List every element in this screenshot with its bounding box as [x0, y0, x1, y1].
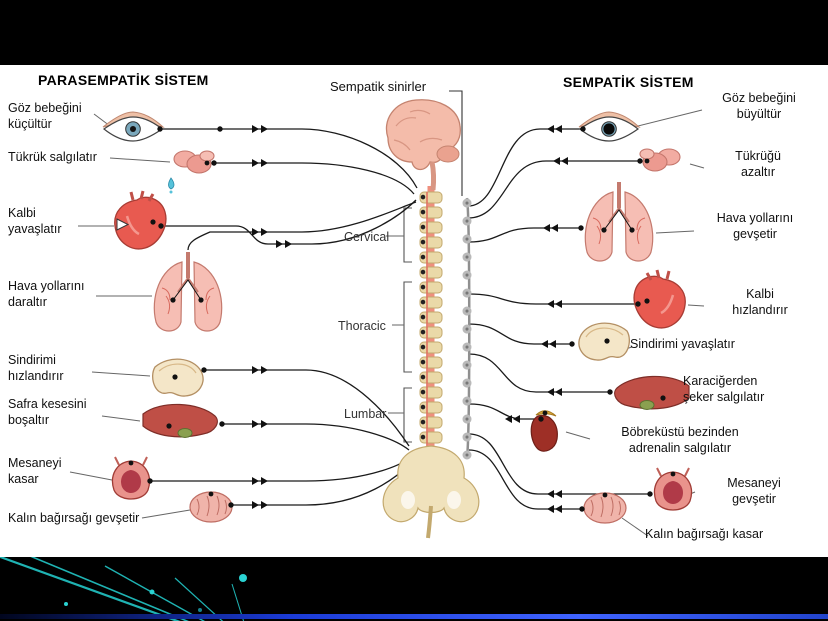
- ganglion-dots: [147, 126, 653, 512]
- symp-effect-pupil-label: Göz bebeğini büyültür: [722, 91, 796, 122]
- right-stomach-icon: [578, 322, 631, 361]
- para-effect-gallbladder-label: Safra kesesini boşaltır: [8, 397, 87, 428]
- symp-effect-saliva-label: Tükrüğü azaltır: [735, 149, 781, 180]
- para-effect-digestion-label: Sindirimi hızlandırır: [8, 353, 64, 384]
- spine-icon: [382, 186, 480, 539]
- teal-decoration: [0, 557, 247, 621]
- symp-effect-liver-label: Karaciğerden şeker salgılatır: [683, 374, 765, 405]
- left-stomach-icon: [151, 358, 204, 397]
- open-arrow-icon: [116, 218, 130, 231]
- left-heart-icon: [113, 189, 168, 251]
- sympathetic-title: SEMPATİK SİSTEM: [563, 74, 694, 90]
- para-effect-saliva-label: Tükrük salgılatır: [8, 150, 97, 164]
- para-effect-bladder-label: Mesaneyi kasar: [8, 456, 62, 487]
- symp-effect-colon-label: Kalın bağırsağı kasar: [645, 527, 764, 541]
- left-eye-icon: [102, 111, 164, 142]
- brain-icon: [385, 99, 461, 191]
- right-eye-icon: [578, 111, 640, 142]
- right-bladder-icon: [653, 467, 693, 511]
- cervical-label: Cervical: [344, 230, 390, 244]
- left-colon-icon: [189, 491, 233, 523]
- para-effect-pupil-label: Göz bebeğini küçültür: [8, 101, 82, 132]
- right-colon-icon: [583, 492, 627, 524]
- bottom-blue-bar: [0, 614, 828, 619]
- lumbar-label: Lumbar: [344, 407, 387, 421]
- parasympathetic-title: PARASEMPATİK SİSTEM: [38, 72, 209, 88]
- saliva-drop-icon: [168, 177, 175, 190]
- nerve-lines-left: [150, 128, 418, 506]
- left-salivary-gland-icon: [168, 150, 215, 194]
- symp-effect-adrenal-label: Böbreküstü bezinden adrenalin salgılatır: [621, 425, 739, 456]
- sympathetic-nerves-label: Sempatik sinirler: [330, 79, 427, 94]
- para-effect-airways-label: Hava yollarını daraltır: [8, 279, 85, 310]
- kidney-adrenal-icon: [530, 410, 558, 452]
- symp-effect-digestion-label: Sindirimi yavaşlatır: [630, 337, 735, 351]
- para-effect-colon-label: Kalın bağırsağı gevşetir: [8, 511, 140, 525]
- label-connector-lines: [69, 109, 705, 537]
- thoracic-label: Thoracic: [338, 319, 386, 333]
- symp-effect-heart-label: Kalbi hızlandırır: [732, 287, 788, 318]
- para-effect-heart-label: Kalbi yavaşlatır: [8, 206, 62, 237]
- sympathetic-chain-icon: [449, 90, 472, 460]
- symp-effect-airways-label: Hava yollarını gevşetir: [716, 211, 794, 242]
- symp-effect-bladder-label: Mesaneyi gevşetir: [727, 476, 781, 507]
